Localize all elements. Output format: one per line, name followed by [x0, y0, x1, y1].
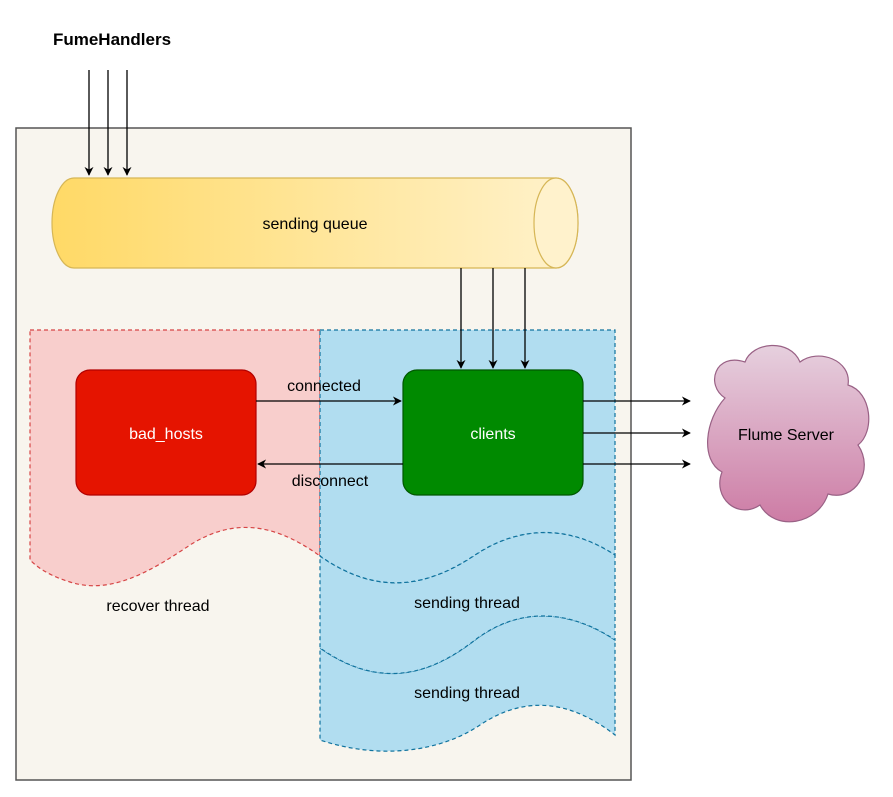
- flume-server-cloud: Flume Server: [707, 344, 870, 523]
- sending-queue-label: sending queue: [263, 216, 368, 233]
- bad-hosts-label: bad_hosts: [129, 426, 203, 443]
- sending-thread-label-1: sending thread: [414, 595, 520, 612]
- sending-thread-label-2: sending thread: [414, 685, 520, 702]
- bad-hosts-box: bad_hosts: [75, 369, 257, 496]
- clients-label: clients: [470, 426, 515, 443]
- sending-thread-region-2: [319, 615, 616, 752]
- connected-label: connected: [287, 378, 361, 395]
- sending-queue: sending queue: [51, 177, 579, 269]
- disconnect-label: disconnect: [292, 473, 369, 490]
- clients-box: clients: [402, 369, 584, 496]
- fumehandlers-label: FumeHandlers: [53, 30, 171, 49]
- recover-thread-label: recover thread: [106, 598, 209, 615]
- sending-thread-region-1: [319, 532, 616, 675]
- flume-server-label: Flume Server: [738, 427, 835, 444]
